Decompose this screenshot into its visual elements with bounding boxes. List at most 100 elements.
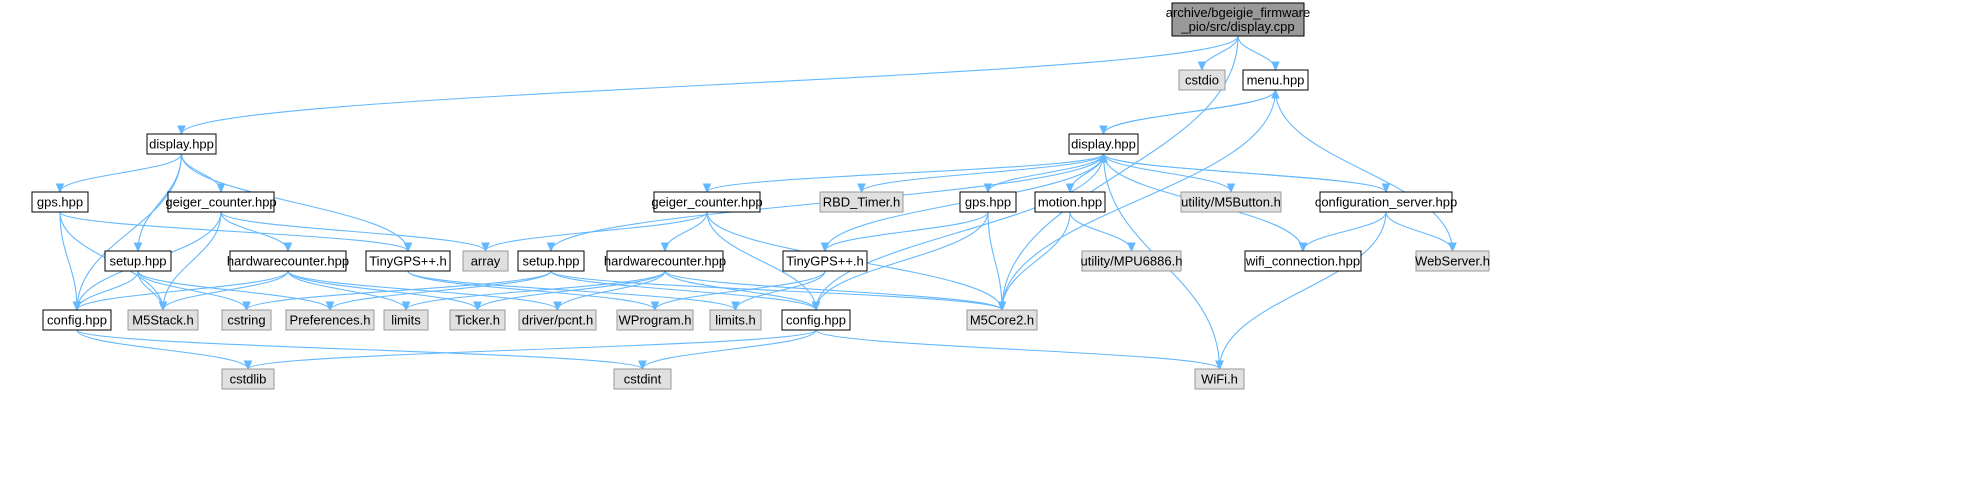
node-label: setup.hpp bbox=[109, 254, 166, 269]
node-display-hpp-r[interactable]: display.hpp bbox=[1068, 133, 1139, 155]
edge-gps_hpp_l-to-tinygps_l bbox=[59, 211, 413, 253]
node-box bbox=[518, 309, 597, 331]
edge-setup_l-to-config_l bbox=[72, 270, 139, 312]
edge-line bbox=[180, 35, 1239, 135]
node-tinygps-r[interactable]: TinyGPS++.h bbox=[782, 250, 868, 272]
edge-display_hpp_r-to-menu_hpp bbox=[1102, 88, 1280, 135]
node-box bbox=[517, 250, 585, 272]
node-wifi-conn[interactable]: wifi_connection.hpp bbox=[1244, 250, 1362, 272]
edge-config_r-to-cstdlib bbox=[243, 329, 817, 371]
edge-hwc_r-to-pcnt bbox=[553, 270, 666, 312]
node-motion[interactable]: motion.hpp bbox=[1034, 191, 1106, 213]
node-label: array bbox=[471, 254, 501, 269]
edge-root-to-display_hpp_l bbox=[177, 35, 1239, 136]
edge-arrowhead bbox=[1298, 242, 1308, 253]
edge-line bbox=[987, 211, 1003, 311]
node-tinygps-l[interactable]: TinyGPS++.h bbox=[365, 250, 451, 272]
node-box bbox=[462, 250, 509, 272]
edge-arrowhead bbox=[1099, 125, 1108, 136]
edge-line bbox=[860, 153, 1105, 193]
edge-display_hpp_l-to-geiger_l bbox=[180, 153, 226, 194]
edge-arrowhead bbox=[660, 242, 670, 253]
edge-line bbox=[550, 270, 1003, 311]
node-cstdlib: cstdlib bbox=[221, 368, 275, 390]
edge-line bbox=[247, 329, 817, 370]
edge-geiger_l-to-hwc_l bbox=[220, 211, 293, 253]
node-box bbox=[221, 368, 275, 390]
node-geiger-r[interactable]: geiger_counter.hpp bbox=[651, 191, 763, 213]
node-box bbox=[781, 309, 851, 331]
node-label: motion.hpp bbox=[1038, 195, 1102, 210]
node-cstring: cstring bbox=[221, 309, 272, 331]
node-gps-hpp-r[interactable]: gps.hpp bbox=[959, 191, 1017, 213]
edge-line bbox=[137, 270, 248, 311]
node-display-hpp-l[interactable]: display.hpp bbox=[146, 133, 217, 155]
node-config-l[interactable]: config.hpp bbox=[42, 309, 112, 331]
node-hwc-l[interactable]: hardwarecounter.hpp bbox=[227, 250, 349, 272]
node-box bbox=[819, 191, 904, 213]
node-label: setup.hpp bbox=[522, 254, 579, 269]
edge-line bbox=[76, 153, 183, 311]
node-hwc-r[interactable]: hardwarecounter.hpp bbox=[604, 250, 726, 272]
edge-display_hpp_r-to-rbd_timer bbox=[857, 153, 1105, 194]
edge-hwc_l-to-m5stack bbox=[158, 270, 289, 312]
node-rbd-timer: RBD_Timer.h bbox=[819, 191, 904, 213]
node-geiger-l[interactable]: geiger_counter.hpp bbox=[165, 191, 277, 213]
edge-arrowhead bbox=[283, 242, 293, 253]
node-label: limits.h bbox=[715, 313, 755, 328]
node-box bbox=[782, 250, 868, 272]
node-box bbox=[1178, 69, 1226, 91]
node-m5stack: M5Stack.h bbox=[127, 309, 199, 331]
node-webserver: WebServer.h bbox=[1415, 250, 1490, 272]
node-box bbox=[1081, 250, 1182, 272]
edge-line bbox=[59, 153, 183, 193]
edge-line bbox=[550, 270, 817, 311]
edge-line bbox=[1274, 89, 1454, 252]
node-box bbox=[285, 309, 375, 331]
node-gps-hpp-l[interactable]: gps.hpp bbox=[31, 191, 89, 213]
edge-geiger_r-to-hwc_r bbox=[660, 211, 708, 253]
node-root: archive/bgeigie_firmware_pio/src/display… bbox=[1166, 2, 1311, 37]
node-preferences: Preferences.h bbox=[285, 309, 375, 331]
node-box bbox=[1415, 250, 1490, 272]
edge-line bbox=[59, 211, 78, 311]
node-label: wifi_connection.hpp bbox=[1245, 254, 1360, 269]
edge-hwc_r-to-ticker bbox=[473, 270, 666, 312]
edge-display_hpp_r-to-gps_hpp_r bbox=[983, 153, 1105, 194]
node-label: Preferences.h bbox=[290, 313, 371, 328]
node-label: config.hpp bbox=[47, 313, 107, 328]
node-label: TinyGPS++.h bbox=[786, 254, 864, 269]
node-label: cstdio bbox=[1185, 73, 1219, 88]
node-label: WebServer.h bbox=[1415, 254, 1490, 269]
node-box bbox=[31, 191, 89, 213]
edge-config_server-to-display_hpp_r bbox=[1099, 152, 1387, 193]
edge-line bbox=[76, 329, 249, 370]
edge-config_r-to-cstdint bbox=[638, 329, 817, 371]
edge-arrowhead bbox=[1127, 242, 1136, 253]
edge-hwc_r-to-limits bbox=[401, 270, 666, 312]
node-setup-r[interactable]: setup.hpp bbox=[517, 250, 585, 272]
node-box bbox=[42, 309, 112, 331]
node-box bbox=[1180, 191, 1282, 213]
node-label: config.hpp bbox=[786, 313, 846, 328]
node-label: utility/MPU6886.h bbox=[1081, 254, 1183, 269]
edge-arrowhead bbox=[650, 301, 660, 312]
node-setup-l[interactable]: setup.hpp bbox=[104, 250, 172, 272]
edge-line bbox=[815, 153, 1105, 311]
edge-line bbox=[556, 270, 666, 311]
node-label: hardwarecounter.hpp bbox=[227, 254, 349, 269]
edge-arrowhead bbox=[983, 183, 993, 194]
edge-display_hpp_r-to-m5button bbox=[1102, 153, 1236, 194]
edge-arrowhead bbox=[820, 242, 830, 253]
node-config-server[interactable]: configuration_server.hpp bbox=[1315, 191, 1457, 213]
edge-arrowhead bbox=[1226, 183, 1236, 194]
node-config-r[interactable]: config.hpp bbox=[781, 309, 851, 331]
node-label: archive/bgeigie_firmware bbox=[1166, 5, 1311, 20]
node-label: geiger_counter.hpp bbox=[165, 195, 276, 210]
edge-line bbox=[329, 270, 552, 311]
node-box bbox=[221, 309, 272, 331]
node-box bbox=[959, 191, 1017, 213]
node-menu-hpp[interactable]: menu.hpp bbox=[1242, 69, 1309, 91]
edge-menu_hpp-to-webserver bbox=[1274, 89, 1457, 253]
edge-arrowhead bbox=[481, 242, 490, 253]
